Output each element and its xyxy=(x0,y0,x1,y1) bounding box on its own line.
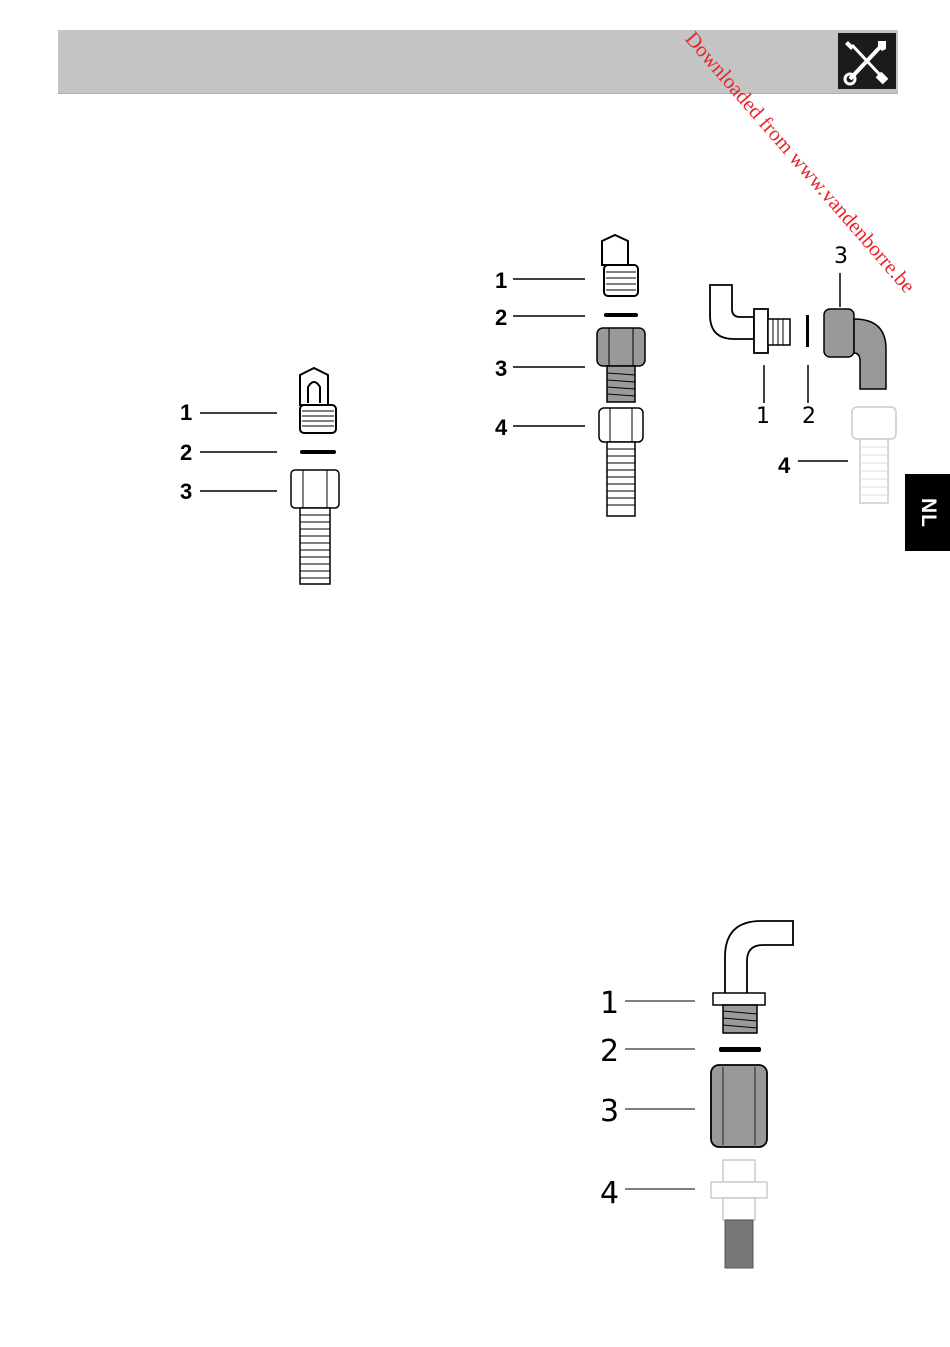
fig4-pipe-elbow xyxy=(713,921,793,1033)
figure-connection-4: 1 2 3 4 xyxy=(595,915,805,1275)
fig2-label-1: 1 xyxy=(495,268,507,293)
fig1-hose-nut xyxy=(291,470,339,584)
fig3-elbow-adapter xyxy=(824,309,886,389)
fig2-gasket xyxy=(604,313,638,317)
fig3-hose-nut-faded xyxy=(852,407,896,503)
fig1-elbow-fitting xyxy=(300,368,336,433)
fig1-label-1: 1 xyxy=(180,400,192,425)
fig2-hose-nut xyxy=(599,408,643,516)
fig1-label-3: 3 xyxy=(180,479,192,504)
fig4-hose-fitting xyxy=(711,1160,767,1268)
fig2-adapter xyxy=(597,328,645,402)
fig4-gasket xyxy=(719,1047,761,1052)
fig4-nut xyxy=(711,1065,767,1147)
fig3-label-2: 2 xyxy=(802,404,816,429)
fig4-label-1: 1 xyxy=(600,986,619,1021)
fig3-gasket xyxy=(806,315,809,347)
figure-connection-2: 1 2 3 4 xyxy=(485,225,665,520)
fig3-label-3: 3 xyxy=(834,244,848,269)
fig3-label-4: 4 xyxy=(778,453,791,478)
language-tab-label: NL xyxy=(916,498,940,528)
figure-connection-1: 1 2 3 xyxy=(170,355,360,590)
tools-badge xyxy=(838,33,896,89)
header-bar xyxy=(58,30,898,94)
fig4-label-2: 2 xyxy=(600,1034,619,1069)
wrench-screwdriver-icon xyxy=(838,33,896,89)
fig2-label-2: 2 xyxy=(495,305,507,330)
fig2-label-4: 4 xyxy=(495,415,508,440)
fig1-label-2: 2 xyxy=(180,440,192,465)
fig2-label-3: 3 xyxy=(495,356,507,381)
fig4-label-4: 4 xyxy=(600,1176,619,1211)
fig1-gasket xyxy=(300,450,336,454)
language-tab: NL xyxy=(905,474,950,551)
fig3-pipe-elbow xyxy=(710,285,790,353)
fig3-label-1: 1 xyxy=(756,404,770,429)
fig4-label-3: 3 xyxy=(600,1094,619,1129)
figure-connection-3: 3 1 2 4 xyxy=(680,235,910,510)
fig2-elbow-fitting xyxy=(602,235,638,296)
